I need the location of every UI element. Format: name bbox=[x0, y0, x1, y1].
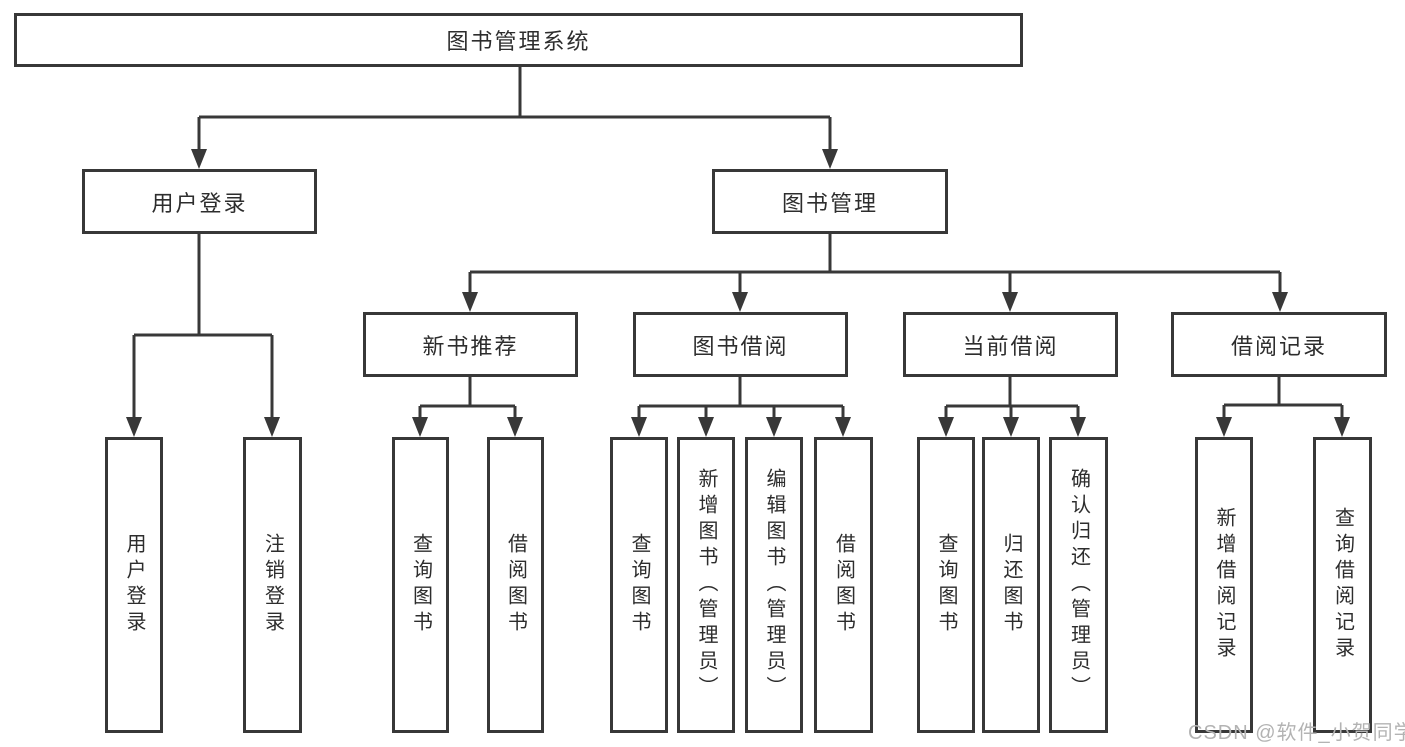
connector-book-borrowing bbox=[637, 377, 845, 419]
node-new-book-recommend: 新书推荐 bbox=[363, 312, 578, 377]
leaf-borrowing-query-books: 查询图书 bbox=[610, 437, 668, 733]
arrow-down-icon bbox=[126, 417, 142, 437]
leaf-borrowing-borrow-books: 借阅图书 bbox=[814, 437, 873, 733]
leaf-label: 用户登录 bbox=[123, 533, 145, 637]
leaf-newbook-borrow-books: 借阅图书 bbox=[487, 437, 544, 733]
arrow-down-icon bbox=[191, 149, 207, 169]
node-user-login: 用户登录 bbox=[82, 169, 317, 234]
arrow-down-icon bbox=[1334, 417, 1350, 437]
node-label: 图书管理 bbox=[781, 190, 878, 216]
leaf-current-query-books: 查询图书 bbox=[917, 437, 975, 733]
arrow-down-icon bbox=[412, 417, 428, 437]
leaf-current-return-books: 归还图书 bbox=[982, 437, 1040, 733]
arrow-down-icon bbox=[1272, 292, 1288, 312]
arrow-down-icon bbox=[938, 417, 954, 437]
arrow-down-icon bbox=[1002, 292, 1018, 312]
leaf-records-add-record: 新增借阅记录 bbox=[1195, 437, 1253, 733]
arrow-down-icon bbox=[1216, 417, 1232, 437]
connector-borrowing-records bbox=[1222, 377, 1344, 419]
arrow-down-icon bbox=[507, 417, 523, 437]
leaf-label: 查询图书 bbox=[409, 533, 432, 637]
leaf-borrowing-add-books-admin: 新增图书（管理员） bbox=[677, 437, 735, 733]
node-label: 当前借阅 bbox=[962, 333, 1059, 359]
connector-root bbox=[197, 66, 832, 151]
arrow-down-icon bbox=[822, 149, 838, 169]
leaf-label: 新增借阅记录 bbox=[1213, 507, 1235, 663]
leaf-label: 查询图书 bbox=[628, 533, 650, 637]
arrow-down-icon bbox=[264, 417, 280, 437]
node-book-borrowing: 图书借阅 bbox=[633, 312, 848, 377]
connector-book-management bbox=[468, 234, 1282, 294]
leaf-records-query-record: 查询借阅记录 bbox=[1313, 437, 1372, 733]
leaf-label: 查询借阅记录 bbox=[1331, 507, 1354, 663]
leaf-label: 编辑图书（管理员） bbox=[763, 468, 785, 702]
arrow-down-icon bbox=[631, 417, 647, 437]
arrow-down-icon bbox=[1003, 417, 1019, 437]
arrow-down-icon bbox=[462, 292, 478, 312]
leaf-current-confirm-return-admin: 确认归还（管理员） bbox=[1049, 437, 1108, 733]
leaf-user-login: 用户登录 bbox=[105, 437, 163, 733]
node-label: 用户登录 bbox=[151, 190, 248, 216]
leaf-label: 归还图书 bbox=[1000, 533, 1022, 637]
node-label: 新书推荐 bbox=[422, 333, 519, 359]
node-current-borrowing: 当前借阅 bbox=[903, 312, 1118, 377]
leaf-label: 借阅图书 bbox=[832, 533, 855, 637]
node-borrowing-records: 借阅记录 bbox=[1171, 312, 1387, 377]
node-label: 图书管理系统 bbox=[446, 29, 591, 54]
connector-current-borrowing bbox=[944, 377, 1080, 419]
leaf-label: 新增图书（管理员） bbox=[695, 468, 717, 702]
watermark: CSDN @软件_小贺同学 bbox=[1188, 722, 1405, 744]
connector-new-book bbox=[418, 377, 517, 419]
arrow-down-icon bbox=[1070, 417, 1086, 437]
leaf-label: 确认归还（管理员） bbox=[1067, 468, 1090, 702]
leaf-logout: 注销登录 bbox=[243, 437, 302, 733]
leaf-newbook-query-books: 查询图书 bbox=[392, 437, 449, 733]
node-root-library-system: 图书管理系统 bbox=[14, 13, 1023, 67]
node-label: 图书借阅 bbox=[692, 333, 789, 359]
leaf-borrowing-edit-books-admin: 编辑图书（管理员） bbox=[745, 437, 803, 733]
leaf-label: 查询图书 bbox=[935, 533, 957, 637]
leaf-label: 借阅图书 bbox=[504, 533, 527, 637]
node-label: 借阅记录 bbox=[1230, 333, 1327, 359]
connector-user-login bbox=[132, 234, 274, 419]
arrow-down-icon bbox=[732, 292, 748, 312]
leaf-label: 注销登录 bbox=[261, 533, 284, 637]
arrow-down-icon bbox=[698, 417, 714, 437]
arrow-down-icon bbox=[835, 417, 851, 437]
arrow-down-icon bbox=[766, 417, 782, 437]
node-book-management: 图书管理 bbox=[712, 169, 948, 234]
